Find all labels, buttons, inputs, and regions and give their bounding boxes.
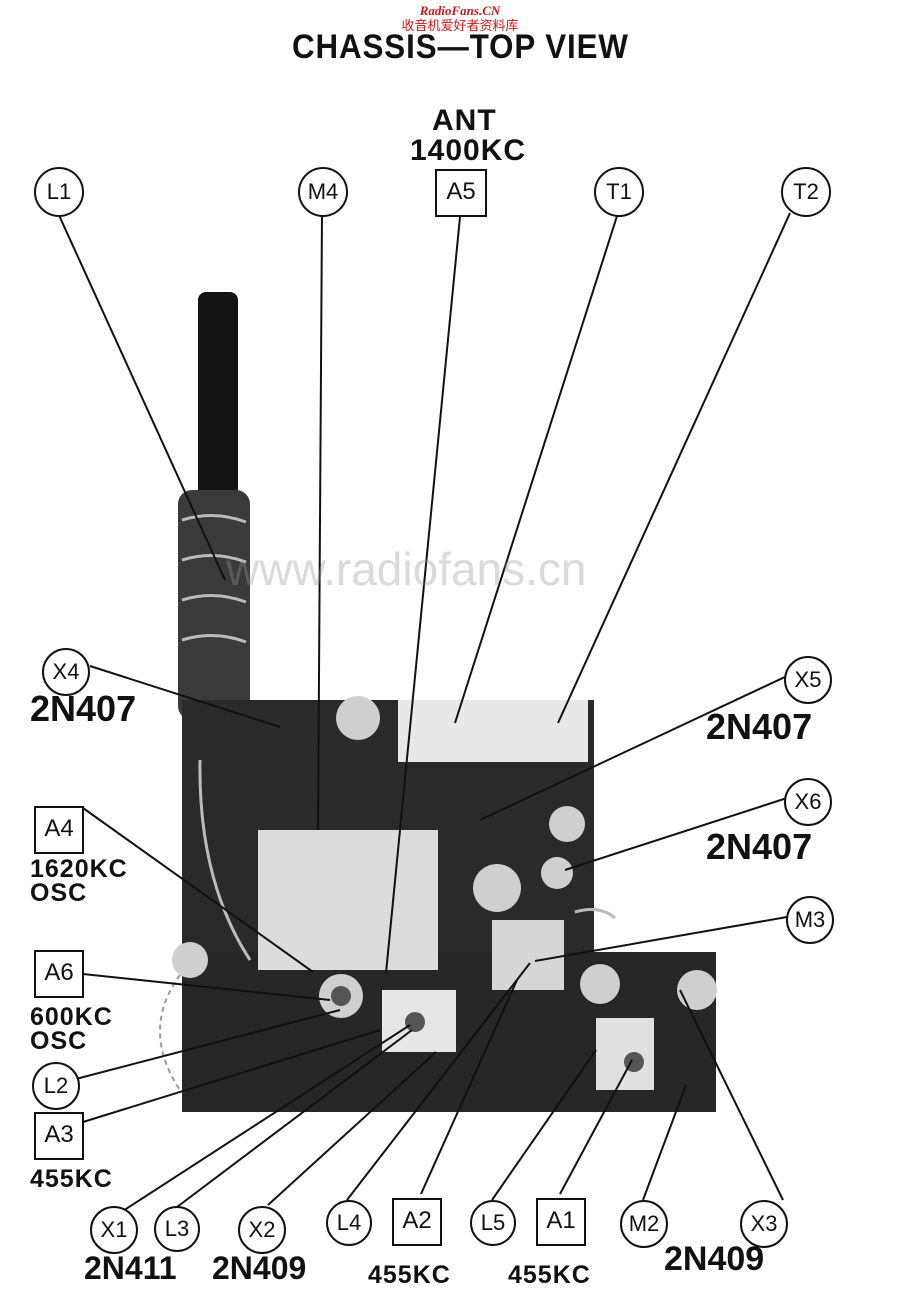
leader-m3 — [534, 916, 788, 962]
marker-a3: A3 — [34, 1112, 84, 1160]
x6-type: 2N407 — [706, 826, 813, 867]
marker-x4: X4 — [42, 648, 90, 696]
marker-t1: T1 — [594, 167, 644, 217]
leader-a3 — [82, 1029, 381, 1123]
marker-m4: M4 — [298, 167, 348, 217]
marker-l2: L2 — [32, 1062, 80, 1110]
leader-a5 — [385, 216, 461, 974]
leader-t1 — [454, 212, 619, 724]
marker-m3: M3 — [786, 896, 834, 944]
marker-a5: A5 — [435, 169, 487, 217]
marker-t2: T2 — [781, 167, 831, 217]
marker-l3: L3 — [154, 1206, 200, 1252]
leader-x5 — [479, 675, 788, 821]
leader-x4 — [89, 665, 281, 728]
marker-x6: X6 — [784, 778, 832, 826]
leader-l5 — [491, 1049, 597, 1201]
a2-frequency: 455KC — [368, 1261, 451, 1289]
marker-m2: M2 — [620, 1200, 668, 1248]
x4-type: 2N407 — [30, 688, 137, 729]
x5-type: 2N407 — [706, 706, 813, 747]
leader-l1 — [57, 212, 226, 581]
marker-l5: L5 — [470, 1200, 516, 1246]
a6-osc: OSC — [30, 1027, 88, 1055]
marker-a1: A1 — [536, 1198, 586, 1246]
leader-x1 — [111, 1024, 411, 1219]
can-m4 — [258, 830, 438, 970]
marker-l1: L1 — [34, 167, 84, 217]
site-name-cn: 收音机爱好者资料库 — [401, 18, 519, 33]
ant-label: ANT — [432, 104, 497, 137]
x3-type: 2N409 — [664, 1240, 765, 1278]
x1-type: 2N411 — [84, 1250, 177, 1286]
transformers-t1-t2 — [398, 700, 588, 762]
leader-l4 — [346, 962, 531, 1201]
page-title: CHASSIS—TOP VIEW — [292, 28, 629, 66]
leader-l3 — [176, 1029, 413, 1208]
antenna-coil — [178, 490, 250, 720]
marker-x5: X5 — [784, 656, 832, 704]
antenna-rod — [198, 292, 238, 502]
marker-a6: A6 — [34, 950, 84, 998]
ant-frequency: 1400KC — [410, 134, 527, 167]
leader-a4 — [82, 807, 314, 973]
leader-lines — [57, 212, 791, 1219]
marker-a4: A4 — [34, 806, 84, 854]
leader-a1 — [559, 1059, 633, 1195]
site-name-en: RadioFans.CN — [419, 3, 501, 18]
a1-frequency: 455KC — [508, 1261, 591, 1289]
leader-x2 — [267, 1051, 437, 1206]
marker-x1: X1 — [90, 1206, 138, 1254]
x2-type: 2N409 — [212, 1250, 307, 1286]
a4-osc: OSC — [30, 879, 88, 907]
a1-can — [596, 1018, 654, 1090]
a6-frequency: 600KC — [30, 1003, 113, 1031]
chassis-photo — [159, 292, 717, 1112]
leader-l2 — [71, 1009, 341, 1081]
leader-a2 — [420, 979, 518, 1195]
watermark: www.radiofans.cn — [226, 543, 587, 595]
leader-m4 — [317, 212, 323, 831]
a3-frequency: 455KC — [30, 1165, 113, 1193]
marker-x3: X3 — [740, 1200, 788, 1248]
marker-x2: X2 — [238, 1206, 286, 1254]
leader-t2 — [557, 212, 791, 724]
leader-x6 — [564, 797, 788, 871]
marker-a2: A2 — [392, 1198, 442, 1246]
leader-x3 — [679, 989, 784, 1201]
a4-frequency: 1620KC — [30, 855, 128, 883]
leader-m2 — [642, 1084, 687, 1201]
leader-a6 — [82, 973, 331, 1001]
marker-l4: L4 — [326, 1200, 372, 1246]
